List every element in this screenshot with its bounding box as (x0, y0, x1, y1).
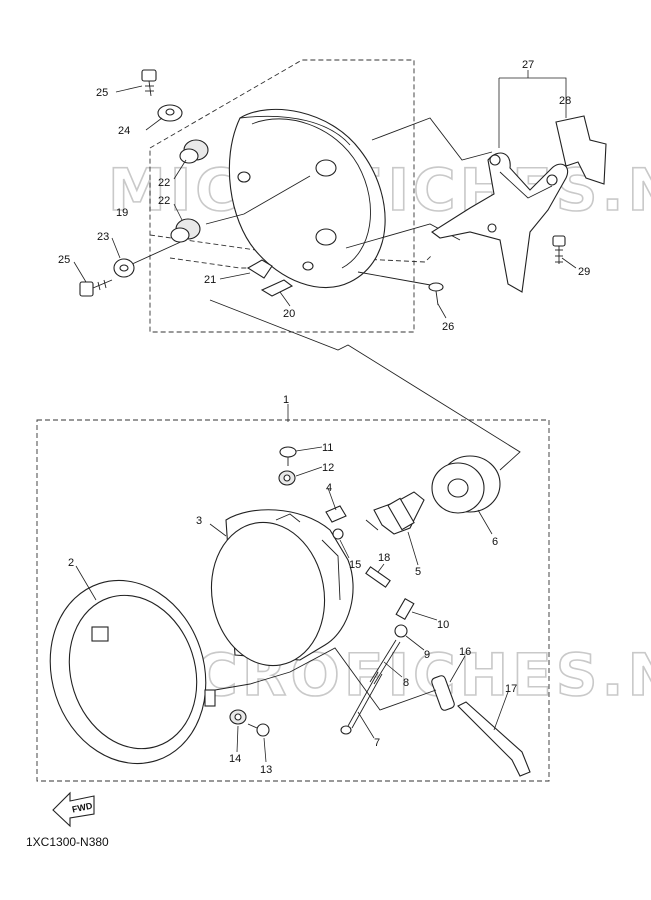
callout-25-top: 25 (96, 87, 108, 99)
grommet-14 (229, 709, 247, 725)
callout-20: 20 (283, 308, 295, 320)
guide-line-bolt (205, 175, 311, 225)
collar-23-hole (119, 264, 129, 272)
callout-13: 13 (260, 764, 272, 776)
callout-19: 19 (116, 207, 128, 219)
nut-9 (394, 624, 408, 638)
socket-16 (431, 675, 455, 711)
spring-10 (395, 597, 415, 621)
callout-6: 6 (492, 536, 498, 548)
screw-13 (247, 723, 270, 737)
callout-4: 4 (326, 482, 332, 494)
callout-1: 1 (283, 394, 289, 406)
callout-15: 15 (349, 559, 361, 571)
callout-labels: 1 2 3 4 5 6 7 8 9 10 11 12 13 14 15 16 1… (58, 59, 590, 776)
callout-3: 3 (196, 515, 202, 527)
callout-24: 24 (118, 125, 130, 137)
callout-14: 14 (229, 753, 241, 765)
reflector-plate (555, 115, 607, 185)
nut-4 (325, 505, 347, 523)
callout-11: 11 (322, 442, 333, 454)
headlight-rim (49, 579, 216, 765)
guide-line-26 (357, 271, 437, 287)
callout-7: 7 (374, 737, 380, 749)
screw-26 (428, 282, 444, 306)
callout-17: 17 (505, 683, 517, 695)
screw-7 (340, 671, 383, 735)
callout-26: 26 (442, 321, 454, 333)
callout-22-upper: 22 (158, 177, 170, 189)
callout-16: 16 (459, 646, 471, 658)
screw-8 (369, 639, 401, 685)
screw-11 (279, 446, 297, 466)
callout-25-bottom: 25 (58, 254, 70, 266)
washer-24-hole (165, 108, 175, 116)
holder-20 (260, 279, 294, 297)
callout-22-lower: 22 (158, 195, 170, 207)
clip-21 (246, 259, 273, 279)
callout-2: 2 (68, 557, 74, 569)
headlight-unit (210, 509, 354, 667)
bolt-25-top (141, 69, 157, 97)
callout-28: 28 (559, 95, 571, 107)
callout-10: 10 (437, 619, 449, 631)
grommet-22-lower (170, 218, 201, 243)
callout-29: 29 (578, 266, 590, 278)
lower-group-frame (36, 419, 550, 782)
bulb-cover (431, 455, 501, 514)
guide-line-lower-bolt (129, 239, 186, 266)
guide-line-housing-to-unit (209, 299, 521, 471)
callout-21: 21 (204, 274, 216, 286)
fwd-label: FWD (71, 800, 94, 814)
callout-12: 12 (322, 462, 334, 474)
collar-15 (332, 528, 344, 540)
grommet-12 (278, 470, 296, 486)
pin-18 (365, 566, 391, 588)
lead-wire-17 (457, 701, 531, 777)
guide-line-upper (371, 117, 493, 161)
leader-lines (73, 70, 577, 763)
fwd-arrow: FWD (52, 791, 95, 828)
headlight-housing-shell (228, 108, 386, 289)
headlight-bulb (365, 491, 425, 535)
bolt-29 (552, 235, 566, 264)
guide-line-lower (214, 647, 437, 711)
callout-5: 5 (415, 566, 421, 578)
callout-18: 18 (378, 552, 390, 564)
callout-8: 8 (403, 677, 409, 689)
callout-9: 9 (424, 649, 430, 661)
callout-23: 23 (97, 231, 109, 243)
diagram-code: 1XC1300-N380 (26, 835, 109, 849)
bolt-25-bottom (79, 279, 113, 297)
grommet-22-upper (179, 139, 209, 164)
headlight-bracket (431, 152, 569, 293)
callout-27: 27 (522, 59, 534, 71)
